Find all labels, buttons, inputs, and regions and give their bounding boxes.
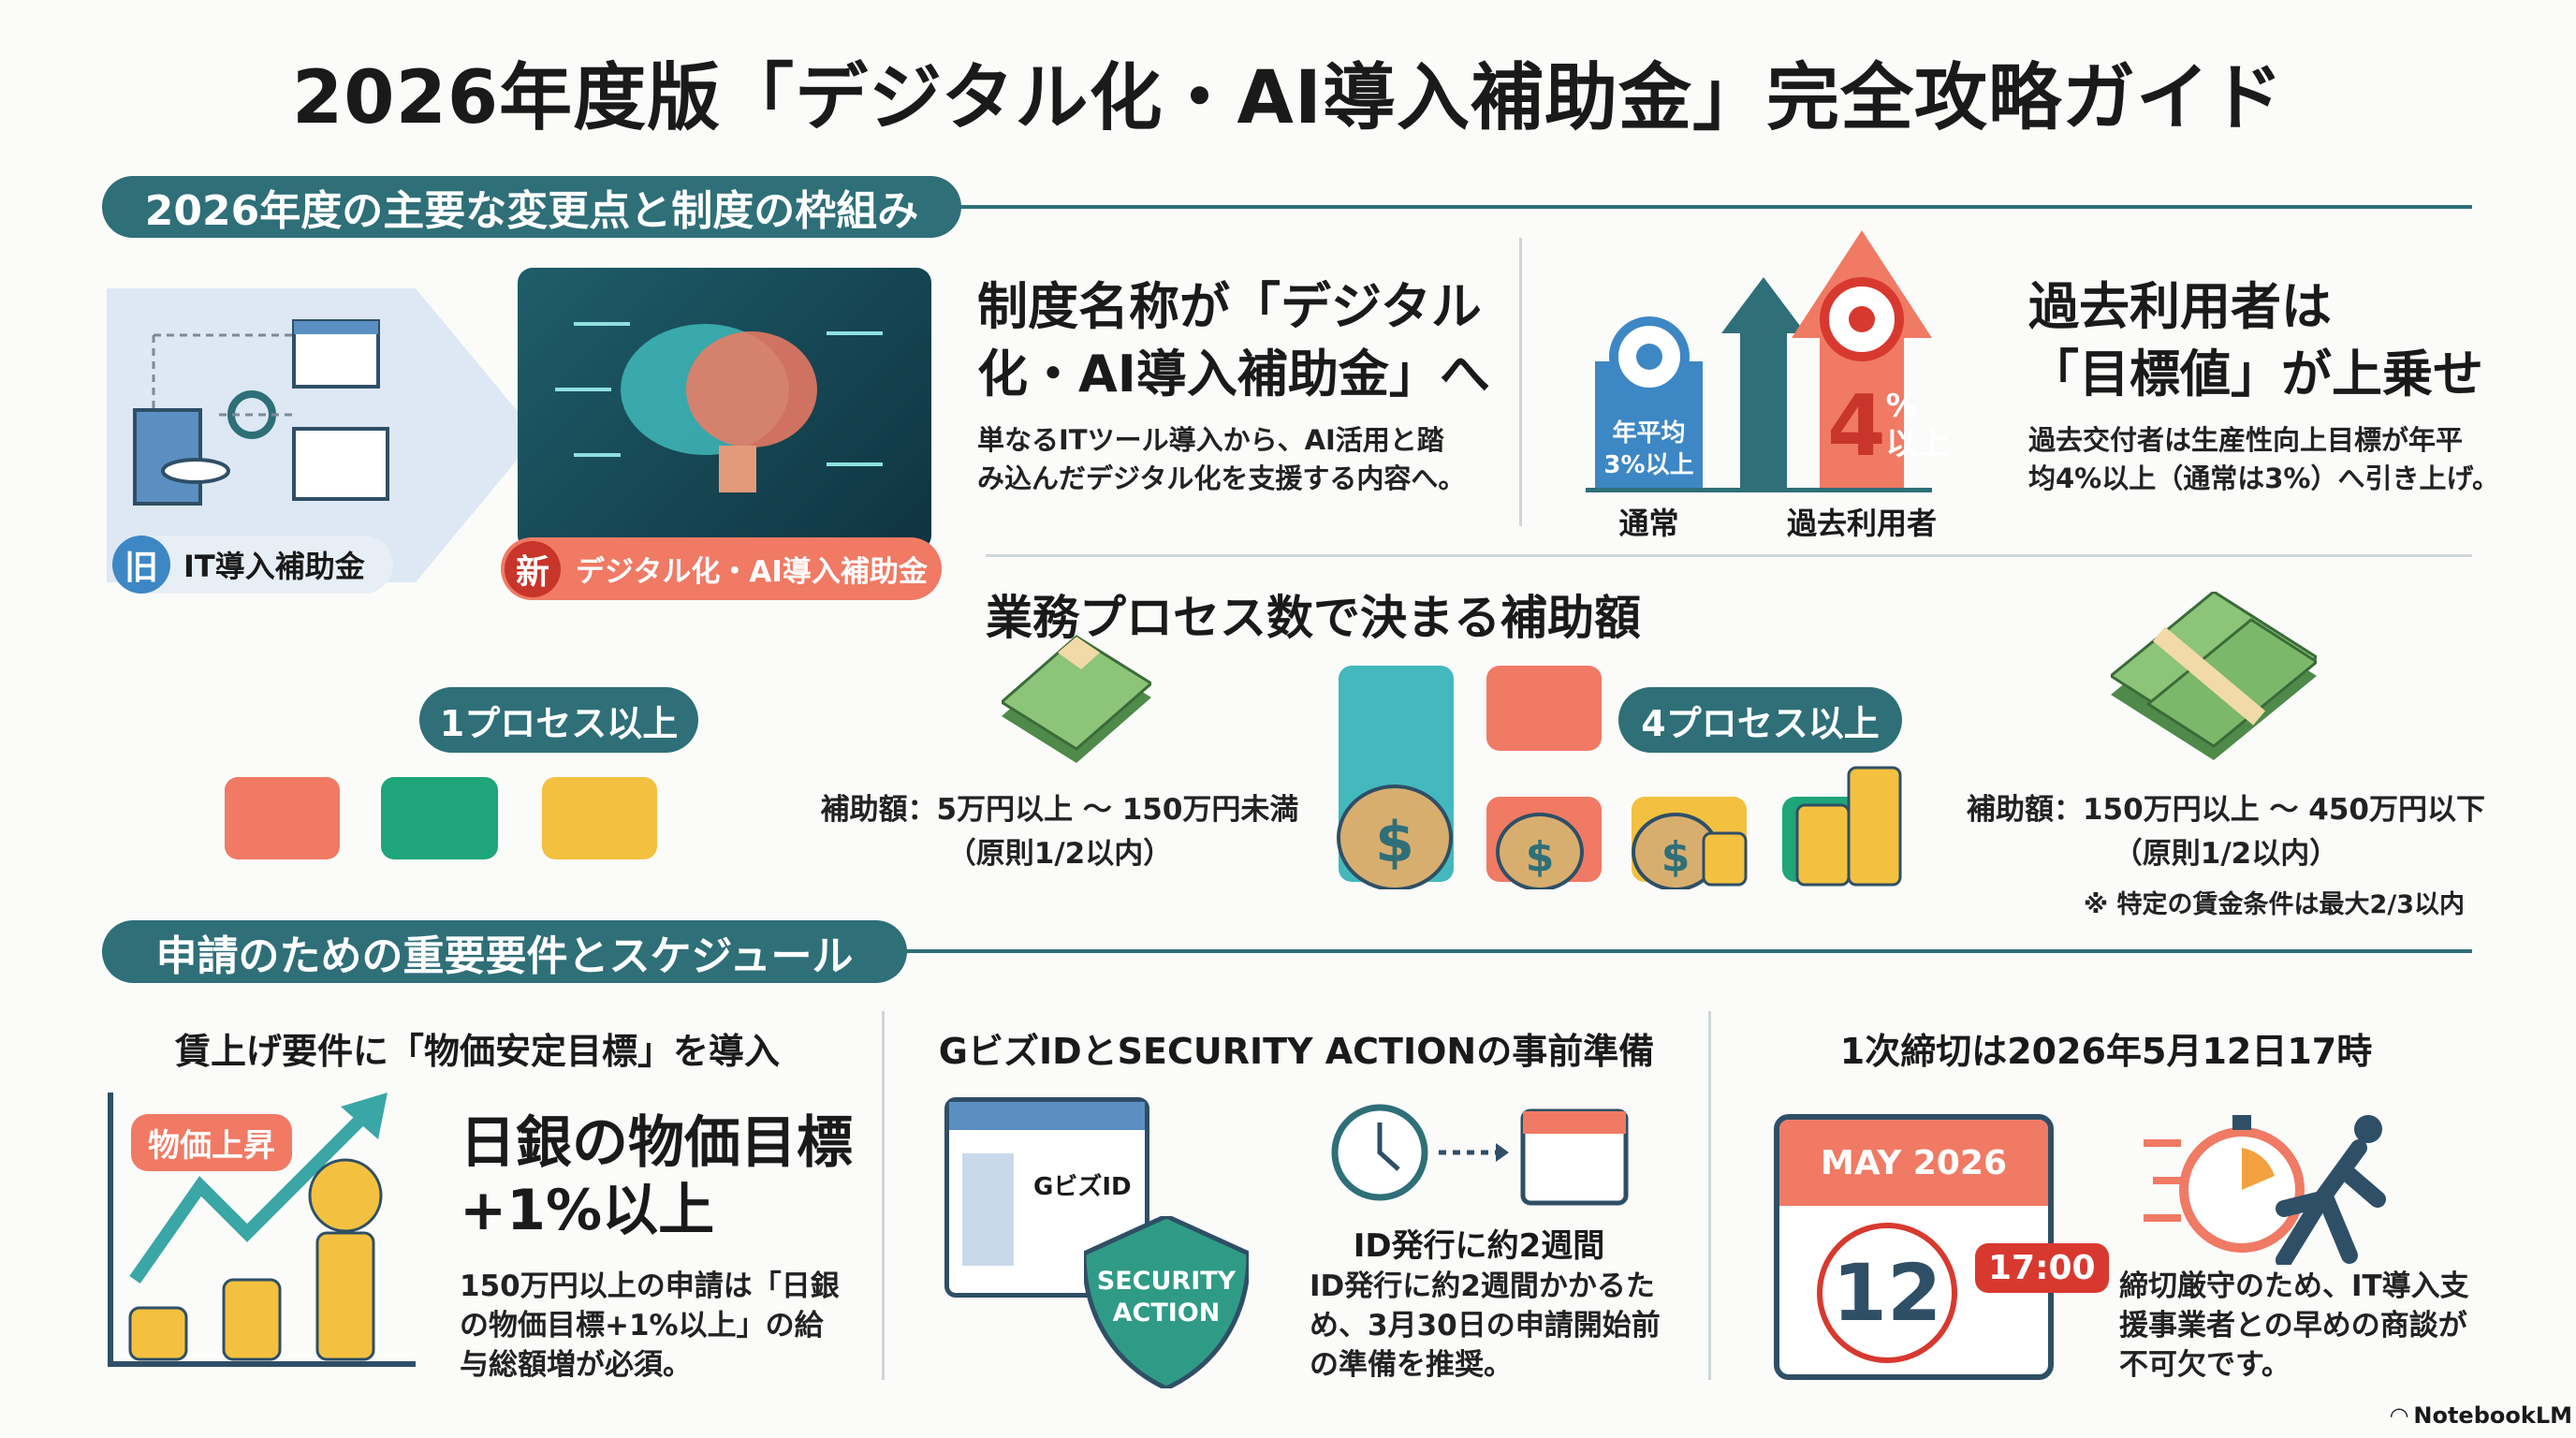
security-action-label: SECURITY ACTION [1084, 1266, 1249, 1329]
svg-text:$: $ [1661, 833, 1690, 881]
process-block-coral [225, 777, 340, 859]
wage-body-line-3: 与総額増が必須。 [460, 1348, 692, 1382]
gbiz-body: ID発行に約2週間かかるため、3月30日の申請開始前の準備を推奨。 [1310, 1267, 1703, 1385]
large-rule-text: （原則1/2以内） [2113, 837, 2339, 871]
svg-text:$: $ [1526, 833, 1555, 881]
past-bar-label: 以上 [1885, 425, 1950, 462]
old-system-name: IT導入補助金 [183, 549, 365, 584]
page-title: 2026年度版「デジタル化・AI導入補助金」完全攻略ガイド [292, 56, 2284, 140]
brand-text: NotebookLM [2413, 1402, 2572, 1429]
normal-bar-label-1: 年平均 [1612, 419, 1686, 448]
old-system-label: 旧 IT導入補助金 [112, 536, 393, 594]
ai-brain-illustration [518, 268, 931, 550]
section-divider-2 [842, 949, 2472, 953]
cash-stack-large-icon [2108, 590, 2320, 783]
deadline-heading: 1次締切は2026年5月12日17時 [1839, 1031, 2373, 1072]
wage-body: 150万円以上の申請は「日銀の物価目標+1%以上」の給与総額増が必須。 [460, 1267, 871, 1385]
vertical-divider [1519, 238, 1522, 526]
x-label-past-user: 過去利用者 [1786, 506, 1937, 541]
target-comparison-chart: 年平均 3%以上 4%以上 通常 過去利用者 [1586, 230, 1996, 543]
section-header-requirements: 申請のための重要要件とスケジュール [102, 920, 907, 983]
growth-arrow [1721, 277, 1806, 488]
rename-block: 制度名称が「デジタル 化・AI導入補助金」へ 単なるITツール導入から、AI活用… [977, 273, 1501, 498]
notebooklm-icon: ◠ [2390, 1402, 2408, 1429]
rename-body-1: 単なるITツール導入から、AI活用と踏 [977, 424, 1444, 456]
target-body-1: 過去交付者は生産性向上目標が年平 [2028, 424, 2464, 456]
section-divider [842, 205, 2472, 209]
target-heading-1: 過去利用者は [2028, 277, 2332, 336]
column-divider-2 [1708, 1011, 1711, 1380]
column-divider-1 [882, 1011, 885, 1380]
deadline-time-badge: 17:00 [1975, 1243, 2109, 1293]
wage-body-line-1: 150万円以上の申請は「日銀 [460, 1269, 840, 1303]
four-process-pill: 4プロセス以上 [1618, 687, 1902, 753]
svg-text:$: $ [1375, 810, 1414, 875]
process-block-green [381, 777, 498, 859]
target-heading-2: 「目標値」が上乗せ [2028, 345, 2483, 404]
wage-condition-note: ※ 特定の賃金条件は最大2/3以内 [2083, 890, 2465, 919]
wage-body-line-2: の物価目標+1%以上」の給 [460, 1309, 824, 1343]
deadline-body-line-3: 不可欠です。 [2119, 1348, 2291, 1382]
wage-requirement-heading: 賃上げ要件に「物価安定目標」を導入 [174, 1031, 780, 1072]
cash-stack-small-icon [999, 632, 1154, 776]
past-bar-percent: % [1885, 388, 1918, 425]
clock-to-calendar-icon [1331, 1104, 1629, 1206]
gbiz-body-line-1: ID発行に約2週間かかるた [1310, 1269, 1655, 1303]
security-shield-icon [1084, 1216, 1249, 1388]
calendar-day: 12 [1817, 1223, 1957, 1363]
price-rise-chart-icon [108, 1093, 416, 1367]
small-amount-text: 補助額：5万円以上 ～ 150万円未満 [820, 793, 1299, 827]
past-bar-value: 4 [1827, 377, 1886, 476]
new-system-name: デジタル化・AI導入補助金 [576, 555, 928, 589]
security-label-line-2: ACTION [1112, 1299, 1221, 1328]
id-issue-duration: ID発行に約2週間 [1353, 1227, 1605, 1265]
section-header-changes: 2026年度の主要な変更点と制度の枠組み [102, 176, 961, 238]
deadline-body-line-2: 援事業者との早めの商談が [2119, 1309, 2467, 1343]
one-process-pill: 1プロセス以上 [419, 687, 698, 753]
target-body-2: 均4%以上（通常は3%）へ引き上げ。 [2028, 462, 2500, 494]
small-rule-text: （原則1/2以内） [946, 837, 1173, 871]
gbiz-security-heading: GビズIDとSECURITY ACTIONの事前準備 [938, 1031, 1655, 1072]
new-badge: 新 [505, 540, 561, 597]
deadline-body-line-1: 締切厳守のため、IT導入支 [2119, 1269, 2469, 1303]
new-system-label: 新 デジタル化・AI導入補助金 [501, 537, 942, 600]
calendar-month: MAY 2026 [1779, 1120, 2048, 1206]
large-amount-text: 補助額：150万円以上 ～ 450万円以下 [1966, 793, 2485, 827]
stopwatch-runner-icon [2144, 1115, 2386, 1265]
gbiz-id-card-label: GビズID [1033, 1173, 1132, 1201]
x-label-normal: 通常 [1618, 506, 1679, 541]
old-badge: 旧 [112, 536, 170, 594]
horizontal-divider [986, 554, 2472, 557]
notebooklm-logo: ◠NotebookLM [2391, 1402, 2572, 1429]
rename-body-2: み込んだデジタル化を支援する内容へ。 [977, 462, 1466, 494]
money-bags-icon: $ $ $ [1337, 766, 1902, 889]
deadline-body: 締切厳守のため、IT導入支援事業者との早めの商談が不可欠です。 [2119, 1267, 2531, 1385]
process-block-coral-top [1486, 666, 1602, 751]
normal-bar-label-2: 3%以上 [1603, 451, 1694, 479]
price-rise-tag: 物価上昇 [131, 1114, 292, 1171]
target-block: 過去利用者は 「目標値」が上乗せ 過去交付者は生産性向上目標が年平 均4%以上（… [2028, 273, 2515, 498]
security-label-line-1: SECURITY [1096, 1267, 1237, 1296]
boj-target-heading-2: +1%以上 [460, 1178, 715, 1243]
gbiz-body-line-3: の準備を推奨。 [1310, 1348, 1513, 1382]
boj-target-heading-1: 日銀の物価目標 [460, 1110, 853, 1176]
rename-heading-2: 化・AI導入補助金」へ [977, 345, 1490, 404]
rename-heading-1: 制度名称が「デジタル [977, 277, 1482, 336]
old-system-illustration [107, 279, 543, 592]
gbiz-body-line-2: め、3月30日の申請開始前 [1310, 1309, 1661, 1343]
process-heading: 業務プロセス数で決まる補助額 [986, 591, 1641, 645]
process-block-yellow [542, 777, 657, 859]
